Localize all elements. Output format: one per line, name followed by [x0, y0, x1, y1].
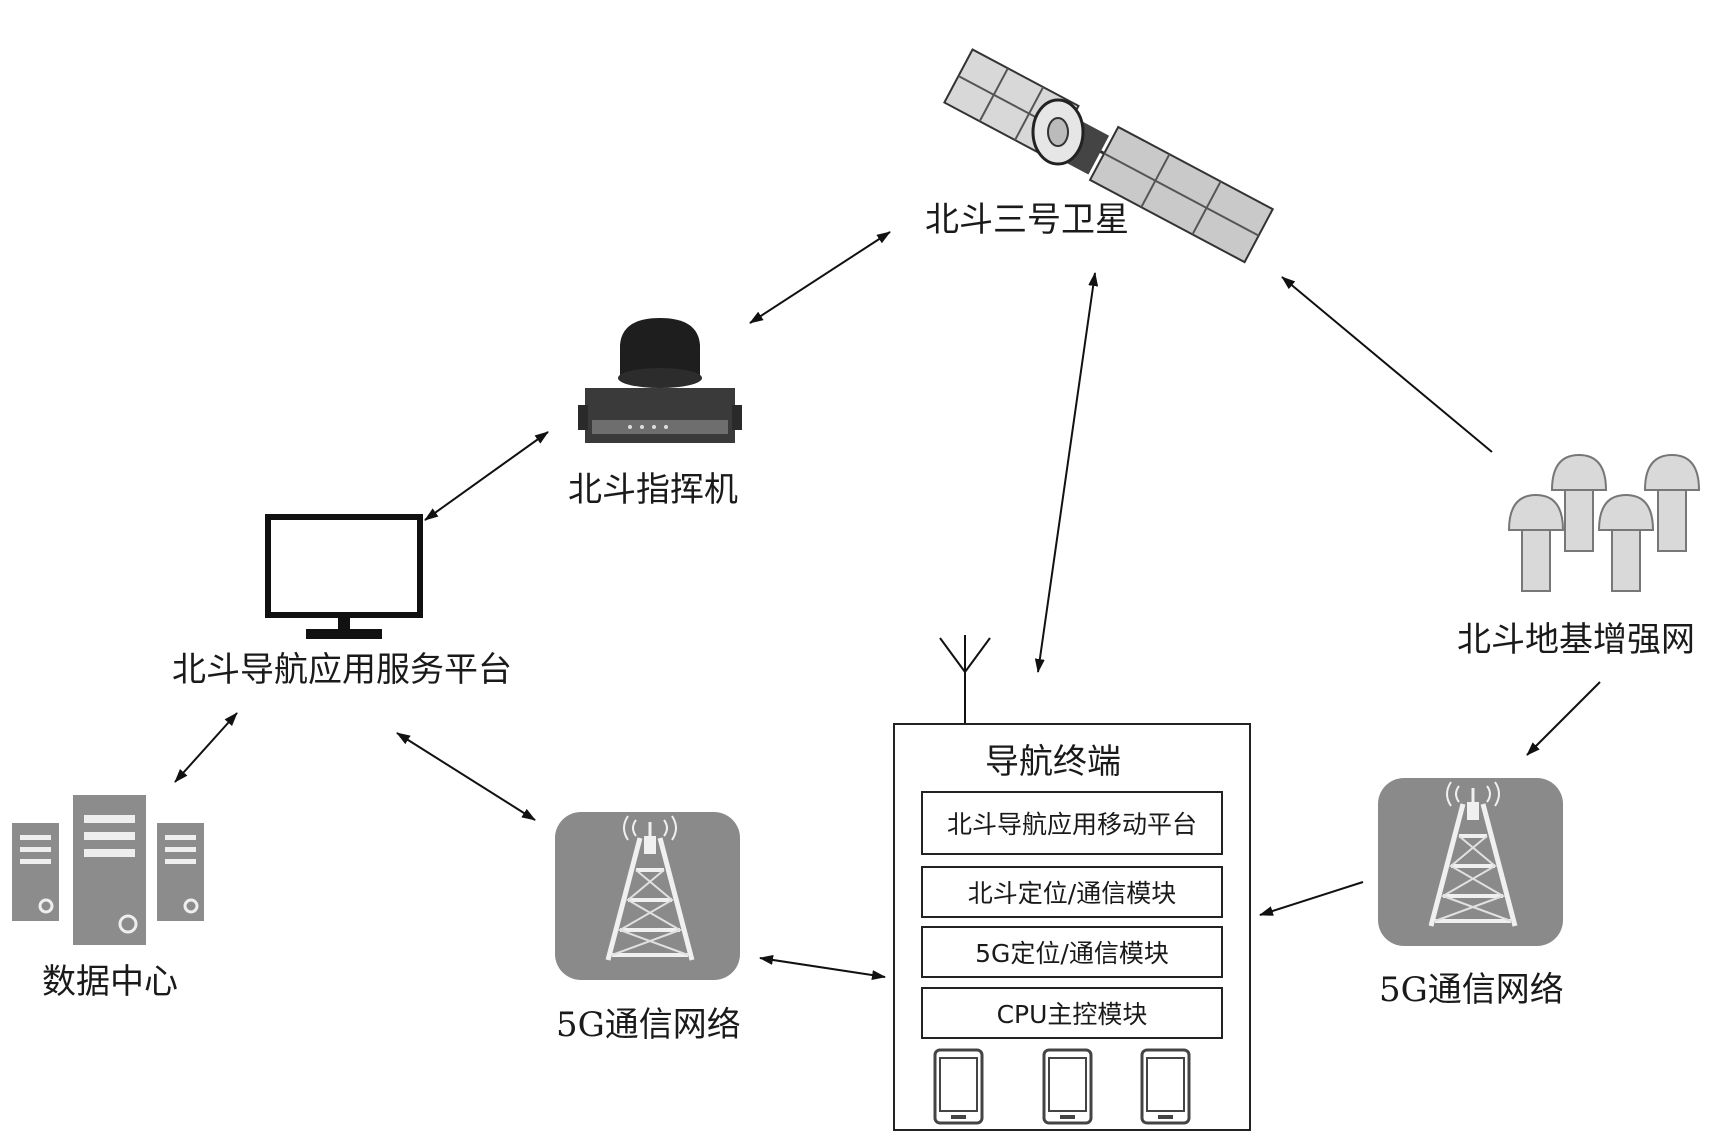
- commander-label: 北斗指挥机: [568, 470, 738, 510]
- arrow-network-terminal-right: [1259, 881, 1364, 916]
- network-right-label: 5G通信网络: [1379, 970, 1564, 1010]
- module-beidou-positioning: 北斗定位/通信模块: [921, 866, 1223, 918]
- arrow-satellite-terminal: [1034, 272, 1099, 673]
- arrow-groundaug-satellite: [1281, 276, 1493, 453]
- datacenter-label: 数据中心: [42, 962, 178, 1002]
- ground-aug-label: 北斗地基增强网: [1457, 620, 1695, 660]
- arrow-satellite-commander: [749, 231, 891, 324]
- phone-icon: [1140, 1048, 1191, 1125]
- arrow-network-terminal: [759, 955, 886, 980]
- platform-label: 北斗导航应用服务平台: [172, 650, 512, 690]
- module-5g-positioning: 5G定位/通信模块: [921, 926, 1223, 978]
- phone-icon: [1042, 1048, 1093, 1125]
- module-cpu-main-control: CPU主控模块: [921, 987, 1223, 1039]
- arrow-commander-platform: [424, 431, 549, 521]
- satellite-label: 北斗三号卫星: [925, 200, 1129, 240]
- arrow-groundaug-network: [1526, 681, 1601, 756]
- module-mobile-platform: 北斗导航应用移动平台: [921, 791, 1223, 855]
- network-left-label: 5G通信网络: [556, 1005, 741, 1045]
- arrow-platform-network: [396, 732, 536, 821]
- phone-icon: [933, 1048, 984, 1125]
- arrow-platform-datacenter: [174, 712, 238, 783]
- terminal-title: 导航终端: [985, 742, 1121, 782]
